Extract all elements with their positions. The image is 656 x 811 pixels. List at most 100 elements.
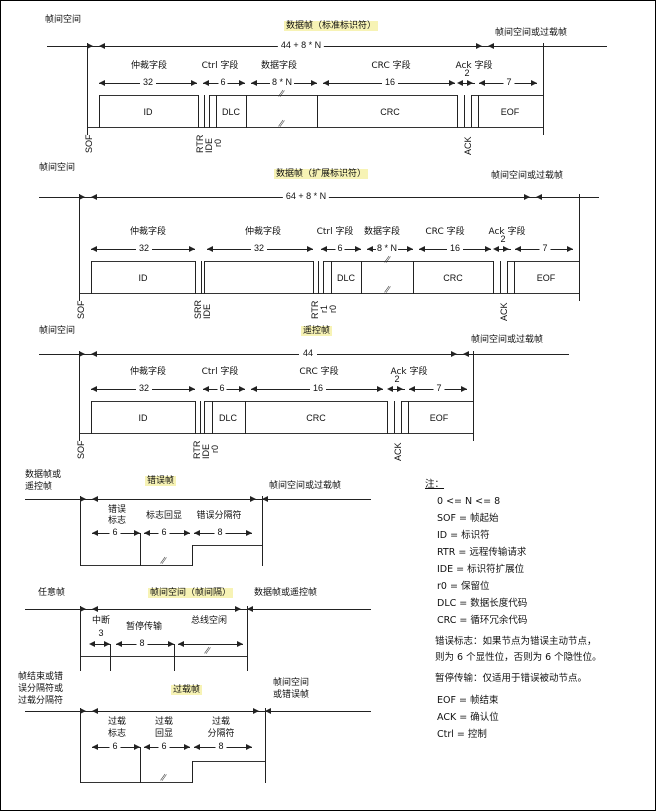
frame3-baseline [79,433,473,434]
frame5-dim-idle-arrow-r [237,641,243,647]
frame4-dim-6b-arrow-l [144,530,150,536]
frame6-edge-end [265,708,266,783]
frame6-dim-8-arrow-r [246,744,252,750]
note-item-ack: ACK = 确认位 [437,712,499,723]
data-frame-standard-section: 帧间空间 数据帧（标准标识符） 帧间空间或过载帧 44 + 8 * N 仲裁字段… [1,1,655,156]
frame1-span-arrow-end-r [488,43,494,49]
frame6-span-arrow-right [92,708,98,714]
frame2-edge-data-end [413,261,414,294]
frame2-edge-rtr [313,261,314,294]
frame4-bits-8: 8 [214,527,226,538]
frame4-span-arrow-left [80,496,86,502]
frame2-field-arbitration-2: 仲裁字段 [244,227,282,237]
frame2-right-label: 帧间空间或过载帧 [491,171,564,181]
frame5-title: 帧间空间（帧间隔） [148,588,234,598]
frame3-seg-id: ID [138,413,148,423]
frame6-span-arrow-end-r [265,708,271,714]
frame4-span-arrow-end-r [262,496,268,502]
frame2-seg-dlc: DLC [336,273,356,283]
frame2-left-label: 帧间空间 [39,163,76,173]
frame2-marker-sof: SOF [76,300,86,319]
frame3-edge-id-start [91,401,92,434]
frame4-baseline-low [80,565,192,566]
note-para-error-flag-l2: 则为 6 个显性位，否则为 6 个隐性位。 [435,652,602,663]
frame1-seg-dlc: DLC [221,107,241,117]
frame5-baseline [80,656,247,657]
frame2-baseline [79,293,579,294]
frame2-ack-dip [500,293,508,294]
frame1-field-arbitration: 仲裁字段 [130,61,168,71]
overload-frame-section: 帧结束或错 误分隔符或 过载分隔符 过载帧 帧间空间 或错误帧 过载 标志 过载… [1,669,421,810]
frame1-edge-ack-a [464,95,465,128]
frame6-edge-start [80,708,81,783]
frame4-field-delimiter: 错误分隔符 [196,511,242,521]
frame3-span-arrow-end-l [451,351,457,357]
note-para-suspend: 暂停传输：仅适用于错误被动节点。 [435,673,588,684]
frame6-field-delim-l2: 分隔符 [207,729,235,739]
data-frame-extended-section: 帧间空间 数据帧（扩展标识符） 帧间空间或过载帧 64 + 8 * N 仲裁字段… [1,159,655,321]
frame1-edge-ack-b [471,95,472,128]
frame6-field-echo-l2: 回显 [154,729,174,739]
frame4-field-errorflag-l1: 错误 [107,505,127,515]
frame3-edge-ack-a [394,401,395,434]
frame2-dim-16-arrow-r [485,246,491,252]
frame3-dim-16-arrow-r [377,386,383,392]
note-item-r0: r0 = 保留位 [437,581,490,592]
note-item-rtr: RTR = 远程传输请求 [437,547,527,558]
frame6-field-flag-l1: 过载 [107,717,127,727]
frame2-span-arrow-end-l [524,194,530,200]
frame6-field-delim-l1: 过载 [211,717,231,727]
frame4-span-line [25,499,371,500]
frame3-span-arrow-right [91,351,97,357]
frame1-dim-32-arrow-l [99,80,105,86]
frame6-dim-6a-arrow-r [134,744,140,750]
frame2-edge-ack-b [507,261,508,294]
frame1-dim-7-arrow-r [531,80,537,86]
frame5-edge-start [80,606,81,671]
frame1-edge-crc-end [457,95,458,128]
frame1-dim-8n-arrow-l [251,80,257,86]
frame1-edge-sof [87,43,88,135]
frame2-field-crc: CRC 字段 [425,227,465,237]
frame2-edge-crc-end [493,261,494,294]
frame3-edge-crc-end [387,401,388,434]
frame2-topline-d [507,261,579,262]
frame5-bits-8: 8 [136,638,148,649]
frame3-dim-16-arrow-l [251,386,257,392]
frame3-dim-7-arrow-l [409,386,415,392]
note-item-id: ID = 标识符 [437,530,490,541]
frame2-span-arrow-end-r [536,194,542,200]
remote-frame-section: 帧间空间 遥控帧 帧间空间或过载帧 44 仲裁字段 Ctrl 字段 CRC 字段… [1,323,655,463]
frame1-field-ack: Ack 字段 [455,61,493,71]
frame1-span-arrow-end-l [476,43,482,49]
frame2-dim-7-arrow-l [515,246,521,252]
frame4-left-label-line2: 遥控帧 [25,482,53,492]
frame6-span-arrow-left [80,708,86,714]
frame2-dim-16-arrow-l [419,246,425,252]
frame4-edge-start [80,496,81,566]
frame5-dim-3-arrow-r [104,641,110,647]
frame3-field-arbitration: 仲裁字段 [129,367,167,377]
frame6-span-line [25,711,371,712]
frame6-edge-flag-echo [140,747,141,783]
frame5-field-busidle: 总线空闲 [190,616,228,626]
frame3-title: 遥控帧 [301,326,333,336]
frame2-edge-srr [195,261,196,294]
frame3-marker-r0: r0 [210,444,220,453]
frame2-dim-32a-arrow-l [91,246,97,252]
frame2-edge-ide [201,261,202,294]
frame5-span-line [25,609,371,610]
frame1-left-label: 帧间空间 [45,15,82,25]
frame3-edge-dlc-start [212,401,213,434]
frame4-edge-echo-delim [192,545,193,566]
notes-panel: 注： 0 <= N <= 8 SOF = 帧起始 ID = 标识符 RTR = … [425,479,653,799]
frame1-span-line [47,46,607,47]
frame2-bits-6: 6 [335,243,345,254]
frame3-edge-ack-b [401,401,402,434]
frame2-dim-32a-arrow-r [189,246,195,252]
frame1-seg-id: ID [143,107,153,117]
frame3-bits-2: 2 [394,374,400,384]
frame2-dim-32b-arrow-l [207,246,213,252]
frame5-span-arrow-left [80,606,86,612]
